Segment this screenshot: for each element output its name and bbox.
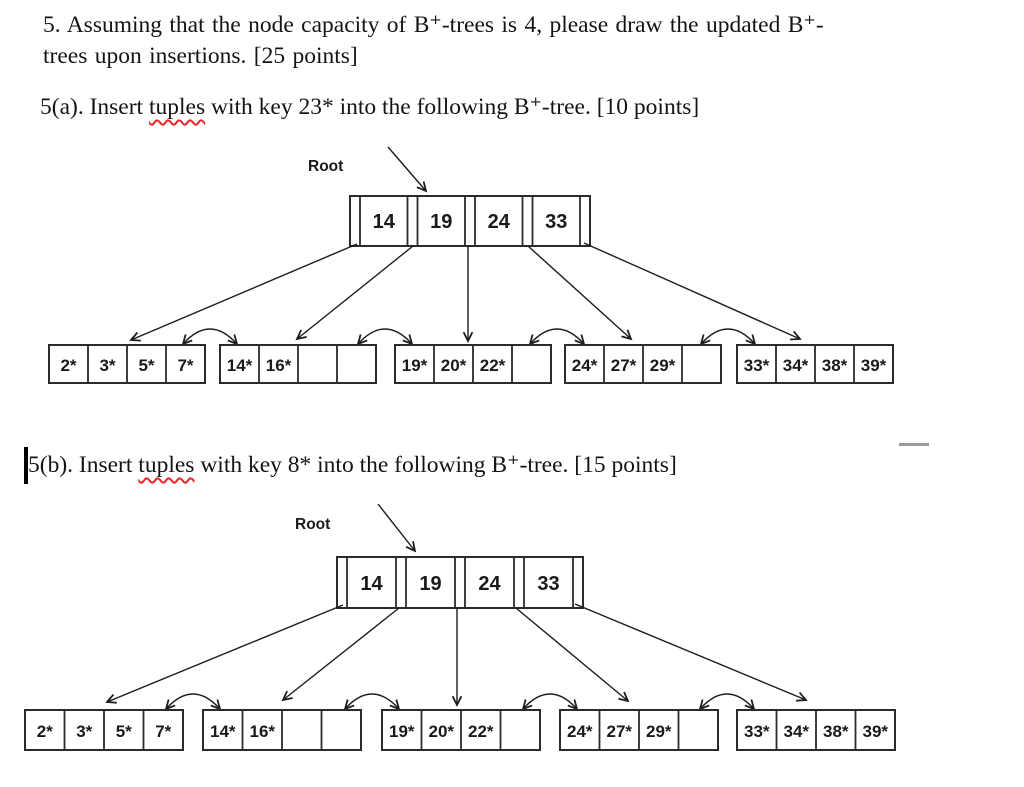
leaf-key: 38* [822,356,848,375]
leaf-key: 38* [823,722,849,741]
part-a-suffix: with key 23* into the following B⁺-tree.… [205,94,700,120]
leaf-key: 3* [76,722,92,741]
part-a-prefix: 5(a). Insert [40,94,149,120]
sibling-pointer-arc [166,693,220,709]
question-5-line1: 5. Assuming that the node capacity of B⁺… [43,12,824,38]
root-label: Root [308,158,343,175]
part-a-misspelled-word: tuples [148,94,206,120]
child-pointer-arrow [583,242,800,339]
leaf-node: 14* 16* [202,709,362,751]
leaf-node: 19* 20* 22* [381,709,541,751]
part-b-text: 5(b). Insert tuples with key 8* into the… [28,450,677,479]
leaf-key: 33* [744,356,770,375]
leaf-key: 19* [389,722,415,741]
leaf-node: 2* 3* 5* 7* [24,709,184,751]
sibling-pointer-arc [701,328,755,344]
leaf-key: 27* [611,356,637,375]
tree-b-diagram: Root 14 19 24 33 2* 3* 5* 7* [24,503,896,751]
root-key: 24 [488,211,511,233]
leaf-key: 22* [468,722,494,741]
leaf-node: 33* 34* 38* 39* [736,344,894,384]
root-node-box [349,195,591,247]
leaf-key: 19* [402,356,428,375]
leaf-key: 33* [744,722,770,741]
leaf-node: 24* 27* 29* [564,344,722,384]
leaf-node: 14* 16* [219,344,377,384]
leaf-key: 5* [116,722,132,741]
sibling-pointer-arc [523,693,577,709]
child-pointer-arrow [107,604,344,702]
leaf-node: 19* 20* 22* [394,344,552,384]
root-node-box [336,556,584,609]
child-pointer-arrow [515,607,628,701]
leaf-key: 22* [480,356,506,375]
part-b-suffix: with key 8* into the following B⁺-tree. … [194,452,677,478]
root-key: 19 [430,211,452,233]
leaf-key: 39* [861,356,887,375]
leaf-node: 24* 27* 29* [559,709,719,751]
child-pointer-arrow [297,245,414,339]
leaf-key: 39* [862,722,888,741]
leaf-key: 29* [646,722,672,741]
root-key: 19 [419,573,441,595]
child-pointer-arrow [131,243,358,340]
leaf-key: 20* [428,722,454,741]
leaf-key: 20* [441,356,467,375]
root-key: 33 [545,211,567,233]
root-key: 14 [360,573,383,595]
root-pointer-arrow [387,146,426,191]
sibling-pointer-arc [358,328,412,344]
root-label: Root [295,516,330,533]
leaf-key: 7* [177,356,193,375]
leaf-key: 2* [37,722,53,741]
leaf-key: 29* [650,356,676,375]
root-key: 24 [478,573,501,595]
child-pointer-arrow [574,603,806,700]
part-b-prefix: 5(b). Insert [28,452,139,478]
leaf-key: 5* [138,356,154,375]
leaf-key: 24* [567,722,593,741]
leaf-key: 2* [60,356,76,375]
root-key: 14 [373,211,396,233]
part-a-text: 5(a). Insert tuples with key 23* into th… [40,92,699,121]
part-b-misspelled-word: tuples [138,452,195,478]
child-pointer-arrow [527,245,631,339]
question-5-line2: trees upon insertions. [25 points] [43,43,358,69]
leaf-key: 24* [572,356,598,375]
tree-a-diagram: Root 14 19 24 33 2* 3* 5* 7* [48,146,894,384]
leaf-key: 14* [210,722,236,741]
child-pointer-arrow [283,607,400,700]
leaf-key: 34* [783,356,809,375]
leaf-key: 7* [155,722,171,741]
sibling-pointer-arc [345,693,399,709]
root-key: 33 [537,573,559,595]
leaf-key: 34* [783,722,809,741]
leaf-node: 33* 34* 38* 39* [736,709,896,751]
text-cursor [24,447,28,484]
sibling-pointer-arc [700,693,754,709]
leaf-node: 2* 3* 5* 7* [48,344,206,384]
sibling-pointer-arc [530,328,584,344]
margin-dash [899,443,929,446]
root-node: 14 19 24 33 [349,195,591,247]
leaf-key: 3* [99,356,115,375]
leaf-key: 16* [249,722,275,741]
sibling-pointer-arc [183,328,237,344]
root-pointer-arrow [377,503,415,551]
leaf-key: 16* [266,356,292,375]
question-5-text: 5. Assuming that the node capacity of B⁺… [43,10,824,72]
leaf-key: 14* [227,356,253,375]
root-node: 14 19 24 33 [336,556,584,609]
leaf-key: 27* [606,722,632,741]
